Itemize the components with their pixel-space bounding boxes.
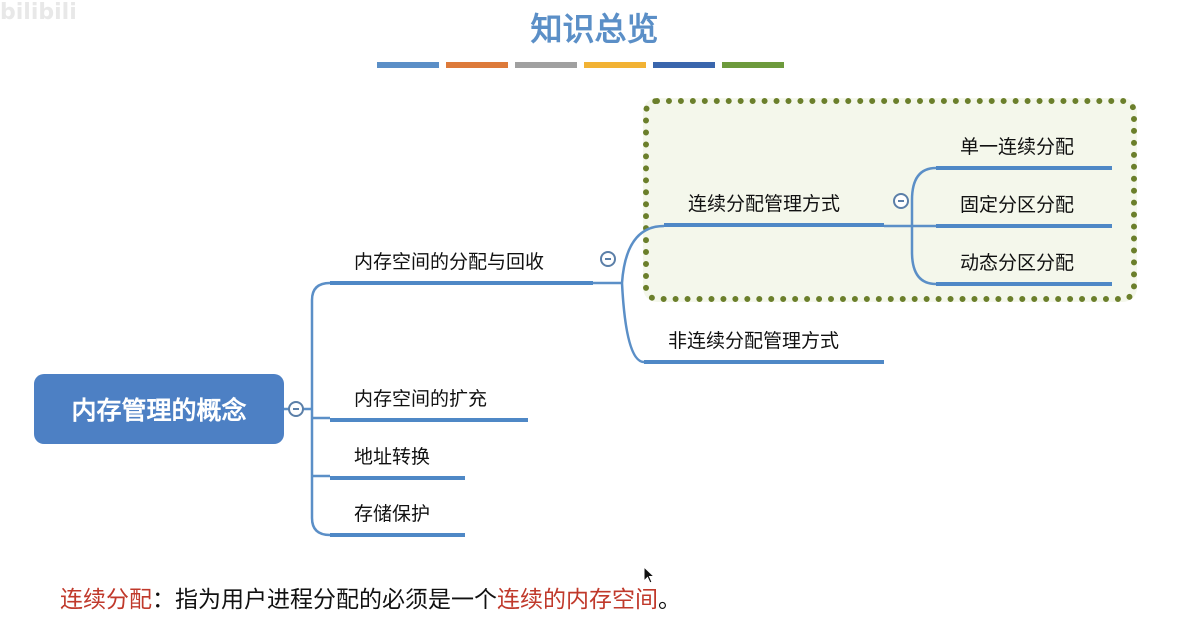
connector-contiguous xyxy=(620,224,665,284)
footnote-text: 指为用户进程分配的必须是一个 xyxy=(175,587,497,613)
collapse-icon[interactable] xyxy=(893,193,909,209)
node-address-translation[interactable]: 地址转换 xyxy=(330,442,465,480)
continuous-allocation-highlight-box xyxy=(643,98,1137,302)
color-bar xyxy=(515,62,577,68)
node-memory-expansion[interactable]: 内存空间的扩充 xyxy=(330,384,528,422)
footnote-term: 连续分配 xyxy=(60,587,152,613)
color-bar-strip xyxy=(377,62,784,68)
footnote-definition: 连续分配：指为用户进程分配的必须是一个连续的内存空间。 xyxy=(60,580,681,614)
node-contiguous-allocation[interactable]: 连续分配管理方式 xyxy=(664,189,884,227)
color-bar xyxy=(377,62,439,68)
connector-level1-trunk xyxy=(310,281,331,537)
footnote-end: 。 xyxy=(658,587,681,613)
color-bar xyxy=(653,62,715,68)
color-bar xyxy=(446,62,508,68)
page-title: 知识总览 xyxy=(530,10,659,48)
footnote-highlight: 连续的内存空间 xyxy=(497,587,658,613)
node-noncontiguous-allocation[interactable]: 非连续分配管理方式 xyxy=(644,326,884,364)
node-fixed-partition[interactable]: 固定分区分配 xyxy=(936,190,1112,228)
collapse-icon[interactable] xyxy=(600,251,616,267)
bilibili-watermark: bilibili xyxy=(0,0,77,25)
node-dynamic-partition[interactable]: 动态分区分配 xyxy=(936,248,1112,286)
footnote-colon: ： xyxy=(152,587,175,613)
mindmap-root-node[interactable]: 内存管理的概念 xyxy=(34,374,284,444)
node-memory-allocation[interactable]: 内存空间的分配与回收 xyxy=(330,247,593,285)
mouse-cursor-icon xyxy=(643,566,655,584)
node-storage-protection[interactable]: 存储保护 xyxy=(330,499,465,537)
color-bar xyxy=(584,62,646,68)
connector-noncontiguous xyxy=(620,282,645,364)
color-bar xyxy=(722,62,784,68)
node-single-contiguous[interactable]: 单一连续分配 xyxy=(936,132,1112,170)
collapse-icon[interactable] xyxy=(288,401,304,417)
